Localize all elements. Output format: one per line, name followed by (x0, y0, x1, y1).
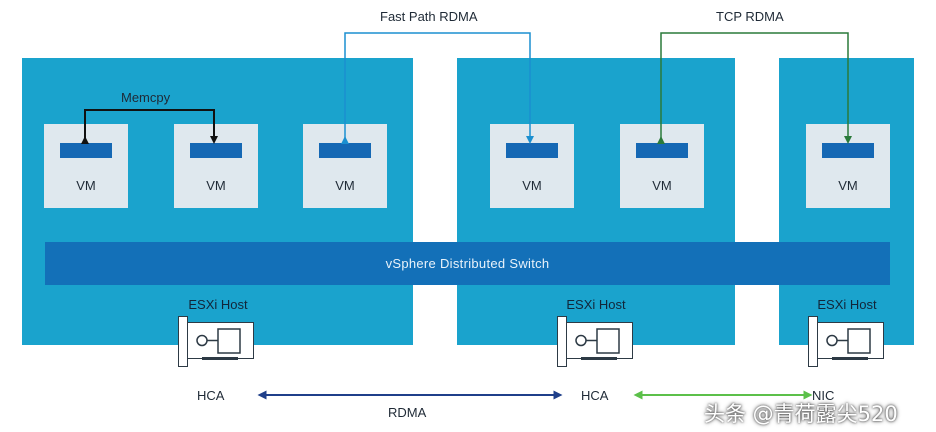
hca-card-icon (178, 316, 254, 367)
vm-adapter-slot (319, 143, 371, 158)
vm-adapter-slot (822, 143, 874, 158)
vm-label: VM (652, 178, 672, 193)
vm-label: VM (76, 178, 96, 193)
hca-card-icon (557, 316, 633, 367)
distributed-switch: vSphere Distributed Switch (45, 242, 890, 285)
host-label-2: ESXi Host (566, 297, 626, 312)
adapter-label-3: NIC (812, 388, 835, 403)
adapter-label-1: HCA (197, 388, 225, 403)
host-label-1: ESXi Host (188, 297, 248, 312)
tcp-rdma-label: TCP RDMA (716, 9, 784, 24)
tcp-rdma-line (657, 32, 852, 144)
adapter-label-2: HCA (581, 388, 609, 403)
vm-label: VM (838, 178, 858, 193)
fast-path-label: Fast Path RDMA (380, 9, 478, 24)
memcpy-line (81, 109, 218, 144)
vm-label: VM (522, 178, 542, 193)
vm-adapter-slot (60, 143, 112, 158)
vm-adapter-slot (636, 143, 688, 158)
vm-adapter-slot (190, 143, 242, 158)
nic-card-icon (808, 316, 884, 367)
watermark: 头条 @青荷露尖520 (704, 402, 898, 426)
memcpy-label: Memcpy (121, 90, 171, 105)
rdma-label: RDMA (388, 405, 427, 420)
vm-label: VM (335, 178, 355, 193)
host-label-3: ESXi Host (817, 297, 877, 312)
fast-path-line (341, 32, 534, 144)
vm-adapter-slot (506, 143, 558, 158)
vm-label: VM (206, 178, 226, 193)
